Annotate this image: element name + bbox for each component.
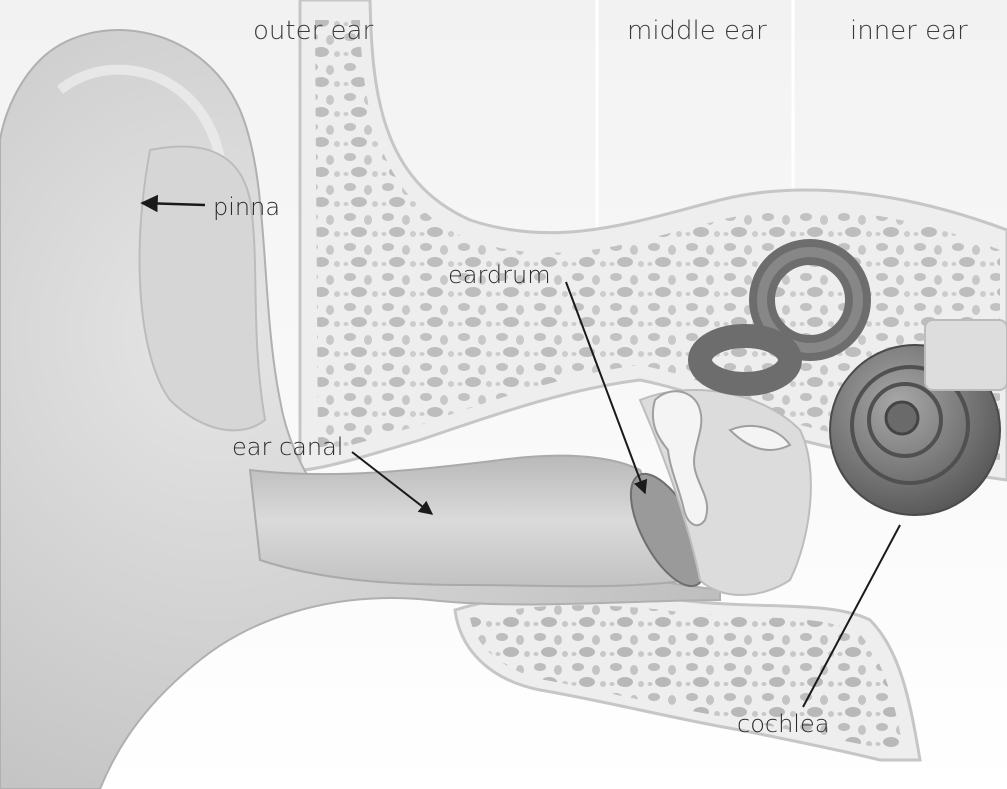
middle-ear-label: middle ear [627, 18, 767, 44]
ear-canal-shape [250, 456, 690, 587]
outer-ear-label: outer ear [253, 18, 373, 44]
inner-ear-label: inner ear [850, 18, 968, 44]
eardrum-label: eardrum [448, 263, 551, 287]
auditory-nerve [925, 320, 1007, 390]
cochlea-label: cochlea [737, 712, 829, 736]
pinna-label: pinna [213, 195, 280, 219]
ear-canal-label: ear canal [232, 435, 343, 459]
